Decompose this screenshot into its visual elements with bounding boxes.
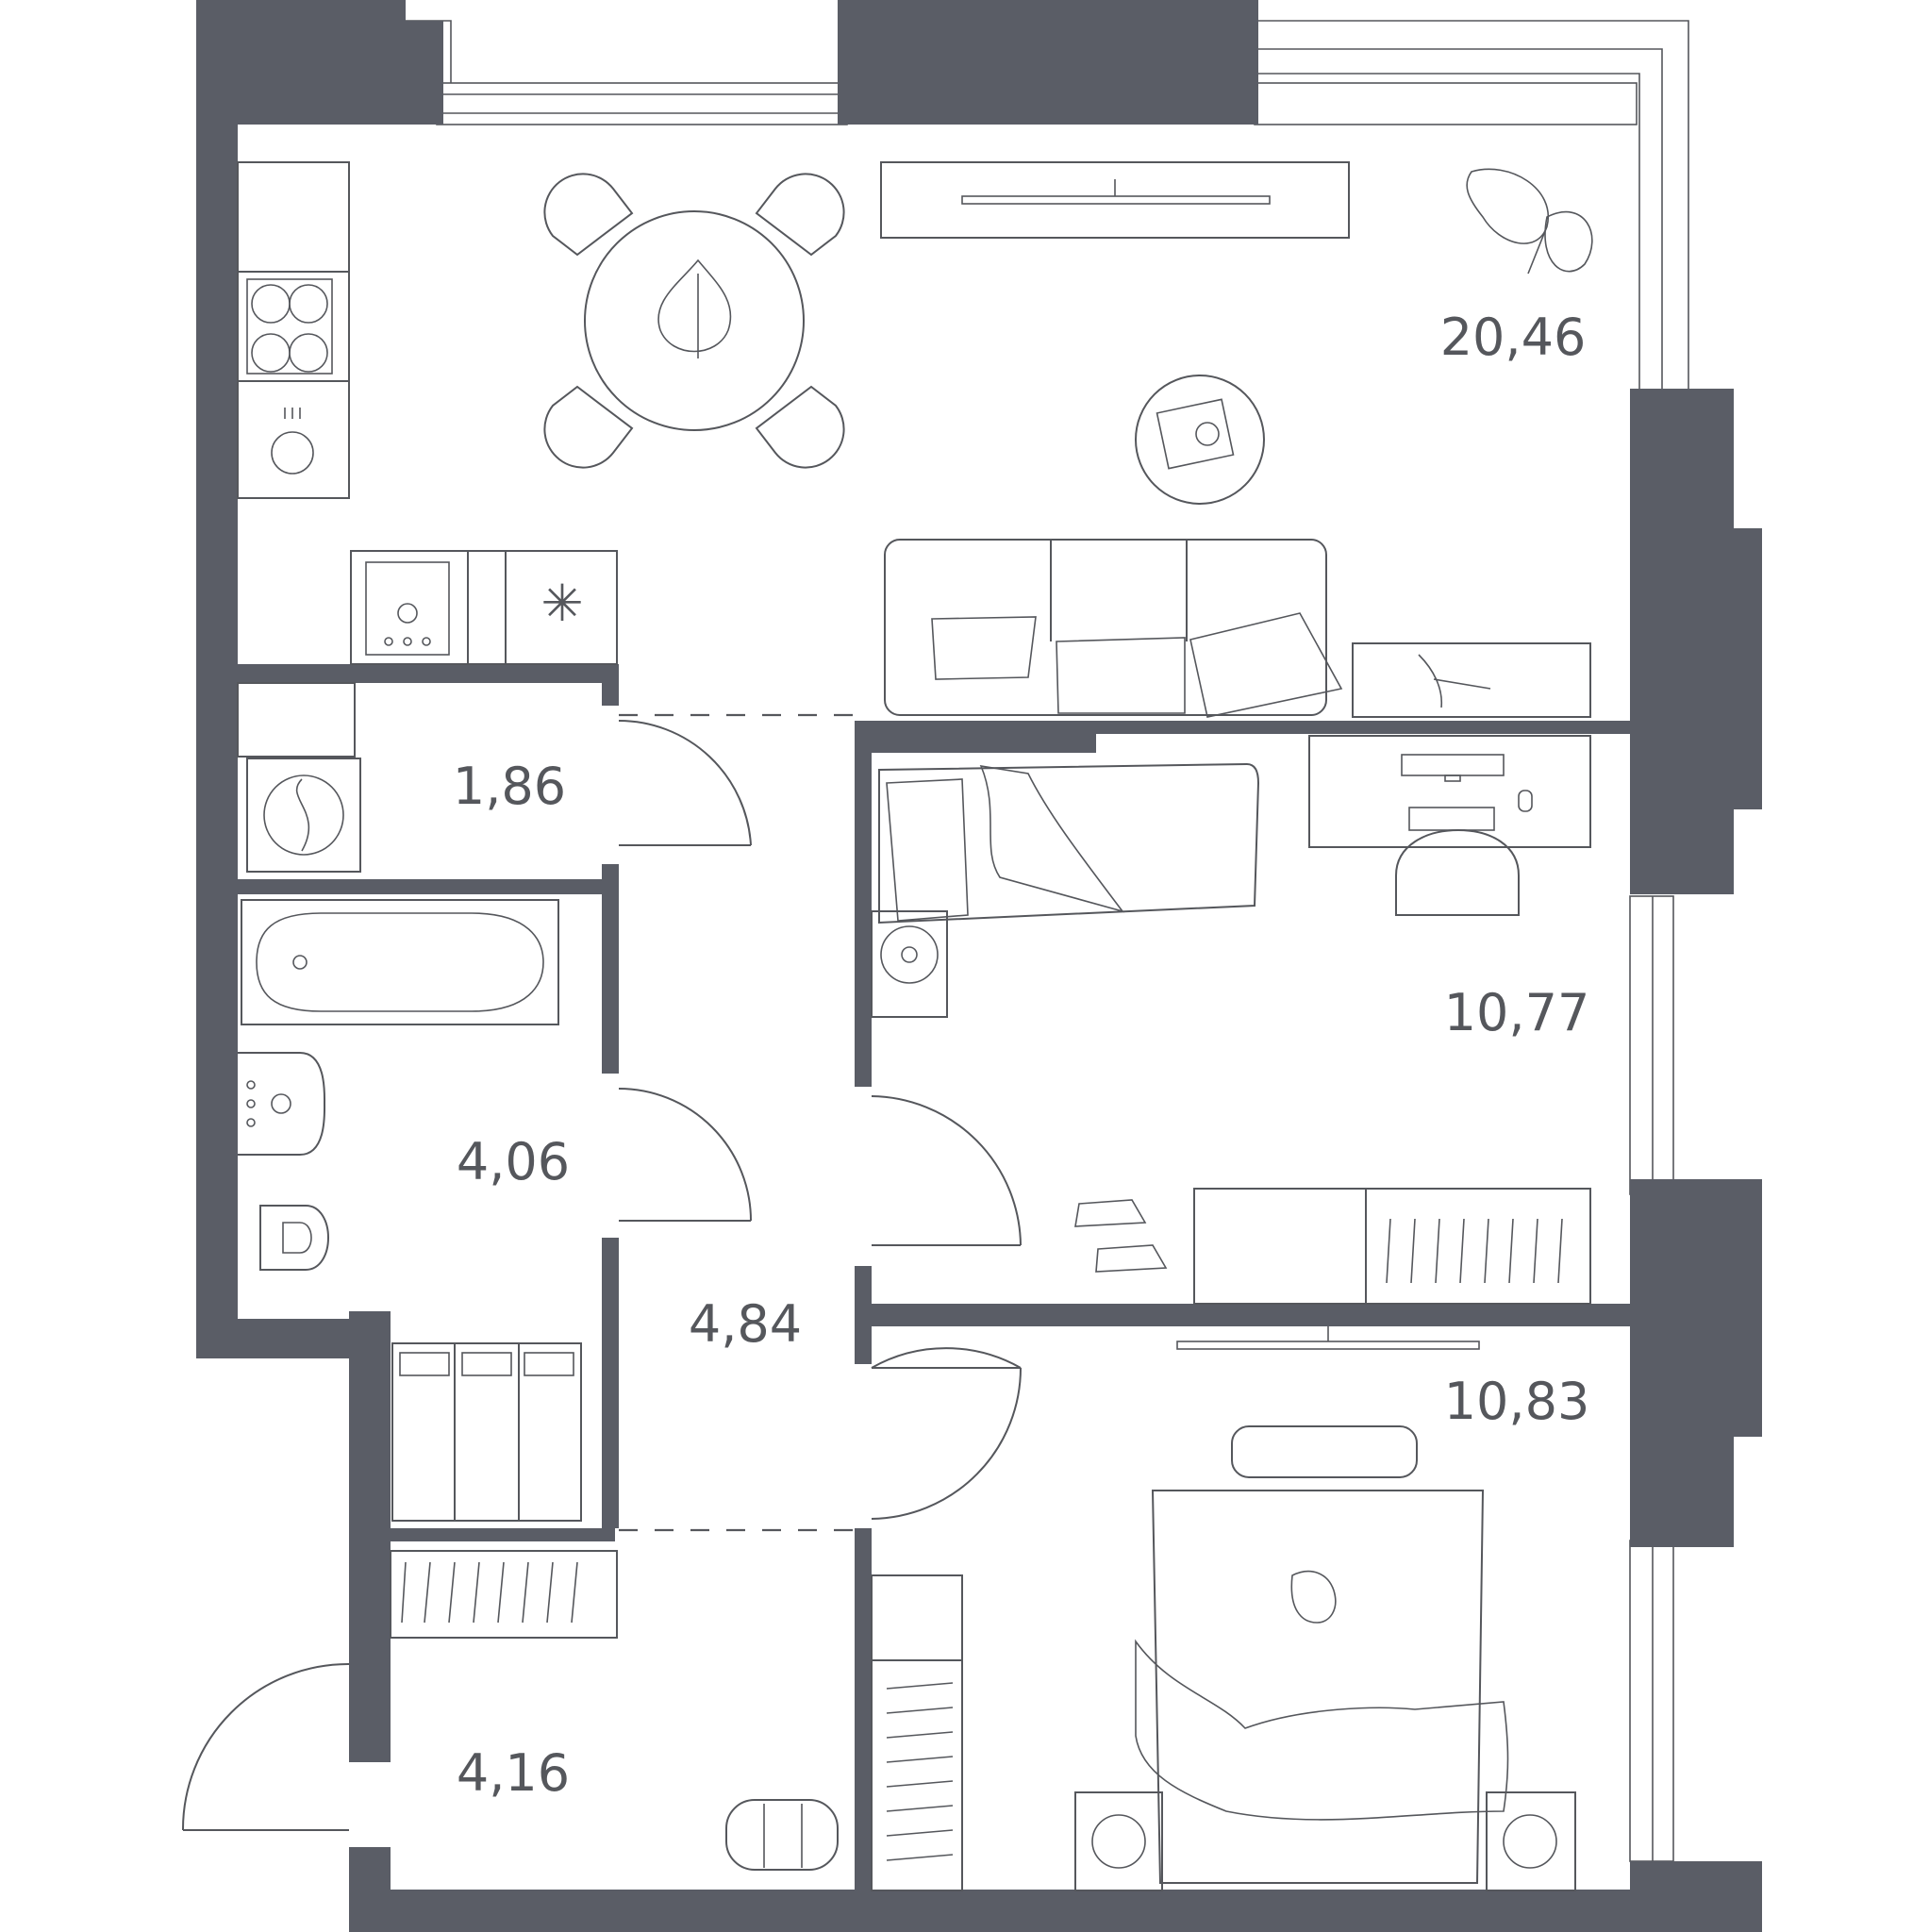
door-bedroom-2 — [871, 1347, 1022, 1520]
bedroom-1-room — [871, 735, 1591, 1305]
toilet-icon — [259, 1205, 329, 1271]
washbasin — [238, 1052, 326, 1156]
drain-icon — [292, 955, 308, 970]
nightstand-1 — [871, 910, 948, 1018]
area-bathroom: 4,06 — [457, 1132, 570, 1191]
tv-bedroom-icon — [1176, 1326, 1480, 1350]
chair-bottom-right — [755, 385, 845, 469]
window-top-left — [436, 82, 848, 125]
living-area — [880, 161, 1593, 718]
area-entrance: 4,16 — [457, 1743, 570, 1803]
side-table — [1352, 642, 1591, 718]
door-entrance — [181, 1662, 350, 1831]
coffee-table — [1135, 375, 1265, 505]
nightstand-2-left — [1074, 1791, 1163, 1891]
door-wc — [618, 719, 752, 846]
area-living-kitchen: 20,46 — [1440, 308, 1587, 367]
windows — [406, 20, 1689, 1862]
bedroom-2-room — [871, 1326, 1576, 1891]
area-bedroom-2: 10,83 — [1444, 1372, 1590, 1431]
bed-2 — [1135, 1490, 1509, 1884]
bed-1 — [878, 762, 1260, 924]
sofa — [884, 539, 1343, 718]
area-bedroom-1: 10,77 — [1444, 983, 1590, 1042]
headboard-cushion — [1231, 1425, 1418, 1478]
monitor-icon — [1401, 754, 1533, 831]
bathtub — [241, 899, 559, 1025]
area-hallway: 4,84 — [689, 1294, 802, 1354]
oven-icon — [365, 561, 450, 656]
skates-icon — [1074, 1199, 1168, 1273]
window-top-right-top — [1254, 82, 1638, 125]
wardrobe-2 — [871, 1574, 963, 1891]
nightstand-2-right — [1486, 1791, 1576, 1891]
door-bedroom-1 — [871, 1095, 1022, 1246]
washing-machine — [246, 758, 361, 873]
branch-decor-icon — [1418, 654, 1491, 708]
washing-machine-icon — [263, 774, 344, 856]
pouf — [725, 1799, 839, 1871]
door-bathroom — [618, 1088, 752, 1222]
desk — [1308, 735, 1591, 848]
cat-icon — [1290, 1570, 1337, 1624]
wc-cabinet — [237, 682, 356, 758]
entrance-shelf — [390, 1550, 618, 1639]
room-labels: 20,46 1,86 4,06 4,84 4,16 10,77 10,83 — [453, 308, 1589, 1803]
doors — [181, 713, 1022, 1831]
chair-top-left — [543, 173, 634, 257]
plant-centerpiece-icon — [657, 258, 732, 358]
walls — [196, 0, 1762, 1932]
sink-icon — [271, 408, 314, 475]
bathroom-room — [238, 899, 559, 1271]
dining-table — [543, 173, 845, 469]
tv-icon — [961, 179, 1271, 205]
oven — [350, 550, 618, 665]
hall-wardrobe — [391, 1342, 582, 1522]
chair-bottom-left — [543, 385, 634, 469]
kitchen: ✳ — [237, 161, 618, 665]
chair-top-right — [755, 173, 845, 257]
desk-chair — [1395, 828, 1520, 916]
tv-console — [880, 161, 1350, 239]
kitchen-counter — [237, 161, 350, 499]
snowflake-icon: ✳ — [540, 574, 583, 633]
wardrobe-1 — [1193, 1188, 1591, 1305]
wc-room — [237, 682, 361, 873]
area-wc: 1,86 — [453, 757, 566, 816]
window-right-mid — [1629, 895, 1674, 1195]
monstera-plant-icon — [1466, 168, 1593, 275]
cooktop-icon — [246, 278, 333, 375]
window-right-low — [1629, 1540, 1674, 1862]
